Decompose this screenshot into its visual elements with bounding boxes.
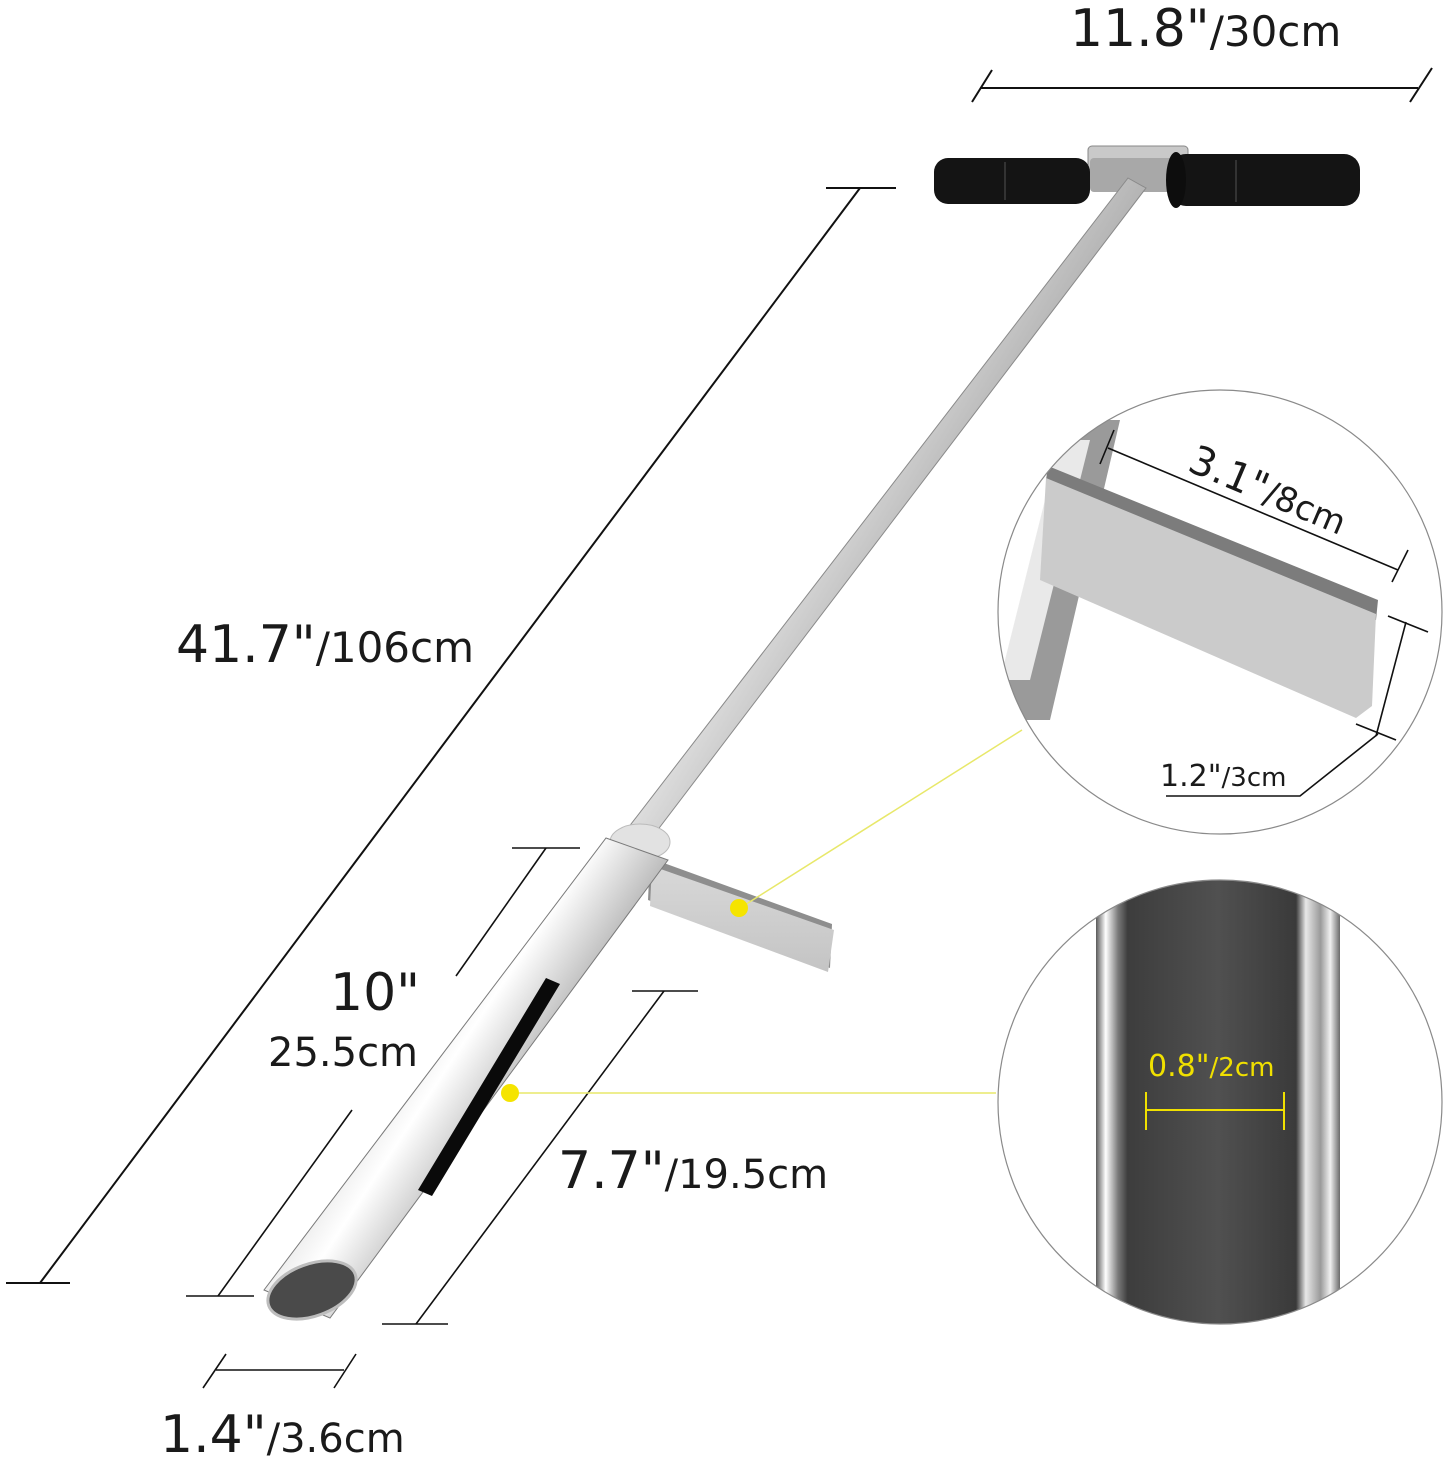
slot-length-dimension: 7.7"/19.5cm xyxy=(382,990,828,1325)
pedal-callout-dot xyxy=(730,899,748,917)
t-handle xyxy=(934,145,1360,208)
sampling-slot xyxy=(418,978,560,1196)
slot-length-label: 7.7"/19.5cm xyxy=(558,1141,828,1201)
tube-length-metric: 25.5cm xyxy=(268,1030,418,1076)
tube-length-imperial: 10" xyxy=(330,963,420,1023)
total-length-dimension: 41.7"/106cm xyxy=(6,187,896,1284)
foot-pedal xyxy=(609,823,834,972)
right-grip xyxy=(1170,154,1360,206)
handle-width-dimension: 11.8"/30cm xyxy=(971,0,1433,103)
pedal-detail-circle: 3.1"/8cm 1.2"/3cm xyxy=(997,389,1443,835)
left-grip xyxy=(934,158,1090,204)
callout-leaders xyxy=(501,729,1023,1102)
tip-diameter-label: 1.4"/3.6cm xyxy=(160,1405,405,1461)
sampling-tube xyxy=(263,837,669,1321)
handle-width-label: 11.8"/30cm xyxy=(1070,0,1341,59)
slot-callout-dot xyxy=(501,1084,519,1102)
total-length-label: 41.7"/106cm xyxy=(176,615,474,675)
tip-diameter-dimension: 1.4"/3.6cm xyxy=(160,1353,405,1461)
slot-width-label: 0.8"/2cm xyxy=(1148,1049,1274,1084)
tube-length-dimension: 10" 25.5cm xyxy=(186,847,580,1297)
pedal-width-label: 1.2"/3cm xyxy=(1160,759,1286,794)
slot-detail-circle: 0.8"/2cm xyxy=(997,879,1443,1325)
